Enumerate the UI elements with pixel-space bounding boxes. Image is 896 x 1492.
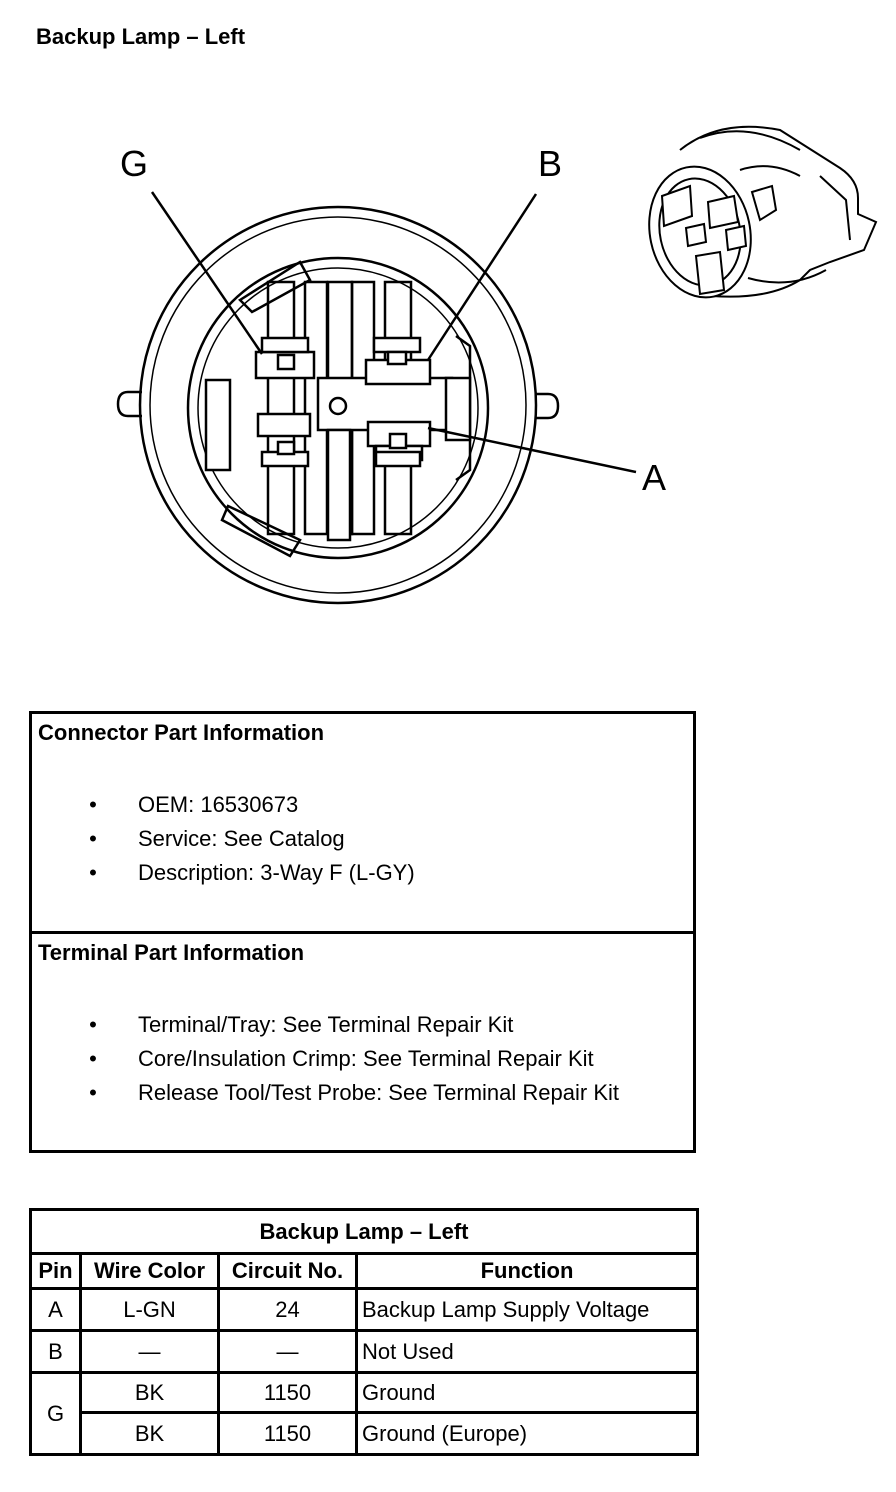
connector-right-tab [536, 392, 560, 420]
pin-label-g: G [120, 143, 148, 184]
list-item: • Service: See Catalog [86, 826, 415, 860]
bullet: • [89, 826, 97, 851]
list-item: • OEM: 16530673 [86, 792, 415, 826]
cell-pin: G [29, 1371, 82, 1456]
cell-circuit: 1150 [217, 1411, 358, 1456]
center-hole [328, 396, 348, 416]
connector-info-item: Description: 3-Way F (L-GY) [138, 860, 415, 885]
bullet: • [89, 792, 97, 817]
column-header-pin: Pin [29, 1252, 82, 1290]
column-header-function: Function [355, 1252, 699, 1290]
cell-function: Ground [355, 1371, 699, 1414]
connector-left-tab [116, 390, 142, 418]
table-row: BK 1150 Ground (Europe) [31, 1411, 699, 1456]
connector-isometric-illustration [648, 125, 878, 299]
connector-outer-ring [138, 205, 538, 605]
connector-face-diagram: G B A [116, 125, 878, 605]
table-row: G BK 1150 Ground [29, 1371, 699, 1456]
table-caption: Backup Lamp – Left [29, 1208, 699, 1255]
column-header-circuit: Circuit No. [217, 1252, 358, 1290]
table-row: A L-GN 24 Backup Lamp Supply Voltage [29, 1287, 699, 1332]
cell-wire-color: BK [79, 1411, 220, 1456]
connector-info-item: Service: See Catalog [138, 826, 345, 851]
page-title: Backup Lamp – Left [36, 24, 246, 49]
connector-info-item: OEM: 16530673 [138, 792, 299, 817]
bullet: • [89, 860, 97, 885]
bullet: • [89, 1012, 97, 1037]
cell-wire-color: — [79, 1329, 220, 1374]
cell-wire-color: L-GN [79, 1287, 220, 1332]
cell-pin: B [29, 1329, 82, 1374]
column-header-wire-color: Wire Color [79, 1252, 220, 1290]
terminal-part-info: Terminal Part Information • Terminal/Tray… [32, 934, 693, 1150]
connector-cavity [186, 256, 490, 560]
cell-function: Not Used [355, 1329, 699, 1374]
cell-pin: A [29, 1287, 82, 1332]
leader-line-b [426, 193, 538, 361]
leader-line-g [150, 191, 264, 355]
connector-inner-ring [149, 216, 527, 594]
list-item: • Release Tool/Test Probe: See Terminal R… [86, 1080, 619, 1114]
terminal-info-item: Release Tool/Test Probe: See Terminal Re… [138, 1080, 619, 1105]
cell-circuit: 24 [217, 1287, 358, 1332]
cell-circuit: — [217, 1329, 358, 1374]
pin-label-b: B [538, 143, 562, 184]
leader-line-a [427, 426, 637, 474]
terminal-info-heading: Terminal Part Information [38, 940, 305, 965]
cell-circuit: 1150 [217, 1371, 358, 1414]
pin-label-a: A [642, 457, 666, 498]
terminal-info-item: Terminal/Tray: See Terminal Repair Kit [138, 1012, 514, 1037]
bullet: • [89, 1046, 97, 1071]
pin-table: Backup Lamp – Left Pin Wire Color Circui… [29, 1208, 699, 1456]
connector-part-info: Connector Part Information • OEM: 1653067… [32, 714, 693, 934]
table-header-row: Pin Wire Color Circuit No. Function [29, 1252, 699, 1290]
terminal-info-item: Core/Insulation Crimp: See Terminal Repa… [138, 1046, 594, 1071]
connector-info-list: • OEM: 16530673 • Service: See Catalog • De… [86, 792, 415, 894]
terminal-info-list: •Terminal/Tray: See Terminal Repair Kit … [86, 1012, 619, 1114]
list-item: • Terminal/Tray: See Terminal Repair Kit [86, 1012, 619, 1046]
cell-wire-color: BK [79, 1371, 220, 1414]
cell-function: Backup Lamp Supply Voltage [355, 1287, 699, 1332]
cell-function: Ground (Europe) [355, 1411, 699, 1456]
list-item: • Core/Insulation Crimp: See Terminal Rep… [86, 1046, 619, 1080]
list-item: • Description: 3-Way F (L-GY) [86, 860, 415, 894]
part-information-box: Connector Part Information • OEM: 1653067… [29, 711, 696, 1153]
table-row: B — — Not Used [29, 1329, 699, 1374]
table-caption-row: Backup Lamp – Left [29, 1208, 699, 1255]
bullet: • [89, 1080, 97, 1105]
connector-info-heading: Connector Part Information [38, 720, 325, 745]
